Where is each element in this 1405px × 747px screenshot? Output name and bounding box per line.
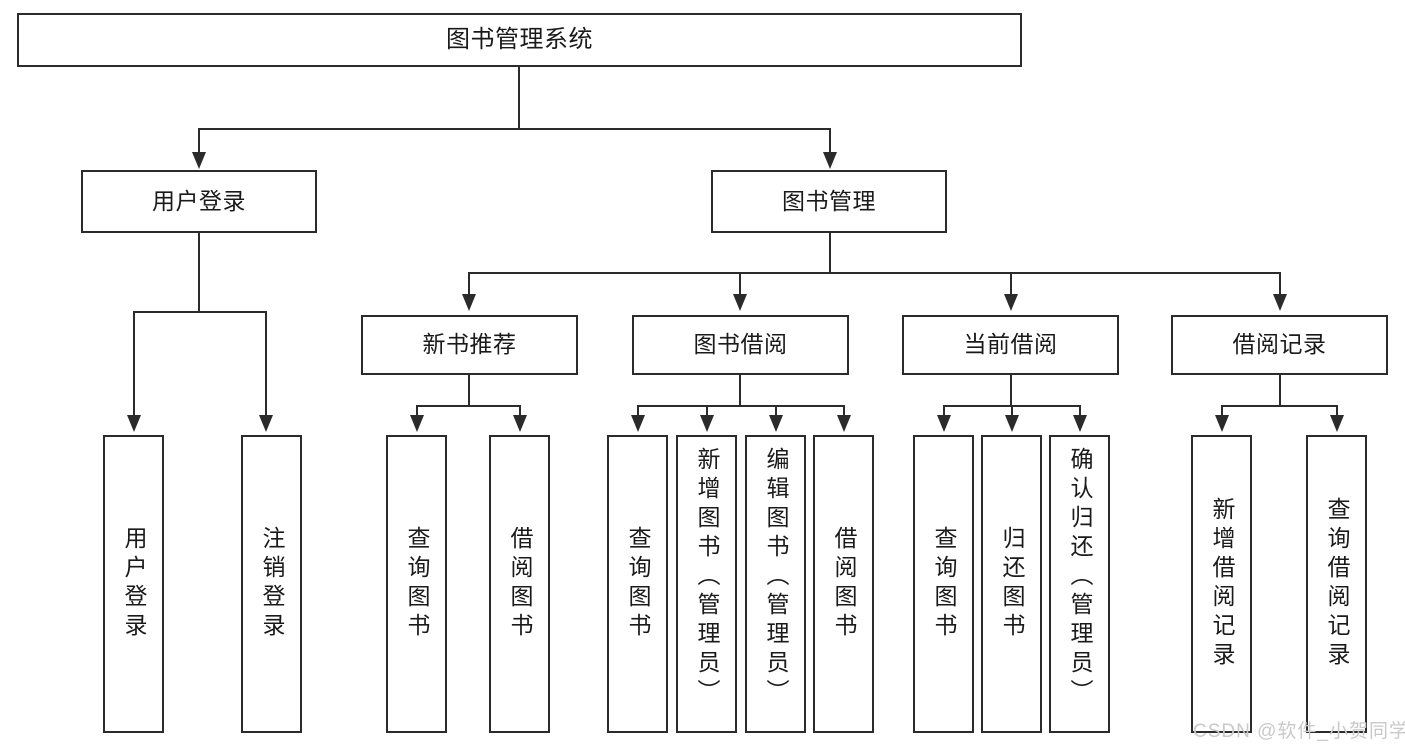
arrowhead-nbr-query	[410, 415, 424, 432]
leaf-nbr-query-book[interactable]: 查询图书	[386, 435, 447, 733]
connector-drop-bb-add	[706, 405, 708, 419]
connector-book-borrow-stem	[739, 375, 741, 407]
node-label: 编辑图书（管理员）	[763, 447, 789, 708]
leaf-bb-borrow-book[interactable]: 借阅图书	[813, 435, 874, 733]
connector-book-borrow-bus	[637, 405, 844, 407]
connector-new-book-recommend-bus	[416, 405, 521, 407]
node-book-borrow[interactable]: 图书借阅	[632, 315, 849, 375]
connector-borrow-record-stem	[1279, 375, 1281, 407]
connector-book-management-stem	[829, 233, 831, 274]
node-label: 查询借阅记录	[1324, 497, 1350, 671]
connector-new-book-recommend-stem	[468, 375, 470, 407]
connector-drop-leaf-logout	[265, 311, 267, 419]
leaf-cb-return-book[interactable]: 归还图书	[981, 435, 1042, 733]
connector-drop-bb-query	[637, 405, 639, 419]
connector-user-login-stem	[198, 233, 200, 313]
arrowhead-bb-query	[631, 415, 645, 432]
node-label: 当前借阅	[963, 331, 1058, 358]
connector-drop-cb-return	[1011, 405, 1013, 419]
node-label: 图书借阅	[693, 331, 788, 358]
connector-current-borrow-stem	[1010, 375, 1012, 407]
connector-drop-nbr-query	[416, 405, 418, 419]
arrowhead-bb-edit	[769, 415, 783, 432]
arrowhead-bb-borrow	[837, 415, 851, 432]
node-label: 查询图书	[404, 526, 430, 642]
connector-drop-cb-query	[943, 405, 945, 419]
connector-drop-book-borrow	[739, 272, 741, 296]
leaf-br-add-record[interactable]: 新增借阅记录	[1191, 435, 1252, 733]
leaf-cb-query-book[interactable]: 查询图书	[913, 435, 974, 733]
leaf-bb-edit-book-admin[interactable]: 编辑图书（管理员）	[745, 435, 806, 733]
connector-drop-nbr-borrow	[519, 405, 521, 419]
arrowhead-new-book-recommend	[462, 294, 476, 311]
arrowhead-cb-query	[937, 415, 951, 432]
leaf-br-query-record[interactable]: 查询借阅记录	[1306, 435, 1367, 733]
connector-drop-br-add	[1221, 405, 1223, 419]
node-label: 新增图书（管理员）	[694, 447, 720, 708]
leaf-cb-confirm-return-admin[interactable]: 确认归还（管理员）	[1049, 435, 1110, 733]
node-label: 借阅图书	[507, 526, 533, 642]
watermark-text: CSDN @软件_小贺同学	[1193, 721, 1405, 742]
node-label: 查询图书	[931, 526, 957, 642]
arrowhead-borrow-record	[1273, 294, 1287, 311]
node-label: 归还图书	[999, 526, 1025, 642]
connector-user-login-bus	[133, 311, 265, 313]
node-label: 查询图书	[625, 526, 651, 642]
node-label: 用户登录	[152, 187, 246, 214]
arrowhead-nbr-borrow	[513, 415, 527, 432]
node-root-book-management-system[interactable]: 图书管理系统	[17, 13, 1022, 67]
leaf-nbr-borrow-book[interactable]: 借阅图书	[489, 435, 550, 733]
connector-drop-book-management	[829, 128, 831, 156]
arrowhead-br-add	[1215, 415, 1229, 432]
connector-drop-leaf-user-login	[133, 311, 135, 419]
arrowhead-user-login	[192, 152, 206, 169]
connector-drop-cb-confirm	[1079, 405, 1081, 419]
node-borrow-record[interactable]: 借阅记录	[1171, 315, 1388, 375]
connector-drop-borrow-record	[1279, 272, 1281, 296]
arrowhead-current-borrow	[1004, 294, 1018, 311]
arrowhead-book-management	[823, 152, 837, 169]
connector-borrow-record-bus	[1221, 405, 1338, 407]
leaf-user-login[interactable]: 用户登录	[103, 435, 164, 733]
node-book-management[interactable]: 图书管理	[711, 170, 947, 233]
node-label: 确认归还（管理员）	[1067, 447, 1093, 708]
arrowhead-bb-add	[700, 415, 714, 432]
node-label: 新书推荐	[422, 331, 517, 358]
leaf-logout[interactable]: 注销登录	[241, 435, 302, 733]
node-label: 图书管理	[782, 187, 876, 214]
connector-level3-bus	[468, 272, 1281, 274]
leaf-bb-add-book-admin[interactable]: 新增图书（管理员）	[676, 435, 737, 733]
node-current-borrow[interactable]: 当前借阅	[902, 315, 1119, 375]
connector-level1-bus	[198, 128, 830, 130]
node-label: 借阅记录	[1232, 331, 1327, 358]
node-label: 新增借阅记录	[1209, 497, 1235, 671]
connector-root-stem	[518, 67, 520, 128]
connector-drop-bb-borrow	[843, 405, 845, 419]
connector-drop-br-query	[1336, 405, 1338, 419]
node-user-login[interactable]: 用户登录	[81, 170, 317, 233]
arrowhead-cb-confirm	[1073, 415, 1087, 432]
connector-drop-new-book-recommend	[468, 272, 470, 296]
connector-drop-bb-edit	[775, 405, 777, 419]
arrowhead-leaf-logout	[259, 415, 273, 432]
arrowhead-br-query	[1330, 415, 1344, 432]
node-label: 借阅图书	[831, 526, 857, 642]
node-label: 用户登录	[121, 526, 147, 642]
arrowhead-book-borrow	[733, 294, 747, 311]
connector-drop-user-login	[198, 128, 200, 156]
leaf-bb-query-book[interactable]: 查询图书	[607, 435, 668, 733]
node-label: 注销登录	[259, 526, 285, 642]
node-label: 图书管理系统	[446, 25, 593, 53]
arrowhead-leaf-user-login	[127, 415, 141, 432]
node-new-book-recommend[interactable]: 新书推荐	[361, 315, 578, 375]
arrowhead-cb-return	[1005, 415, 1019, 432]
connector-drop-current-borrow	[1010, 272, 1012, 296]
